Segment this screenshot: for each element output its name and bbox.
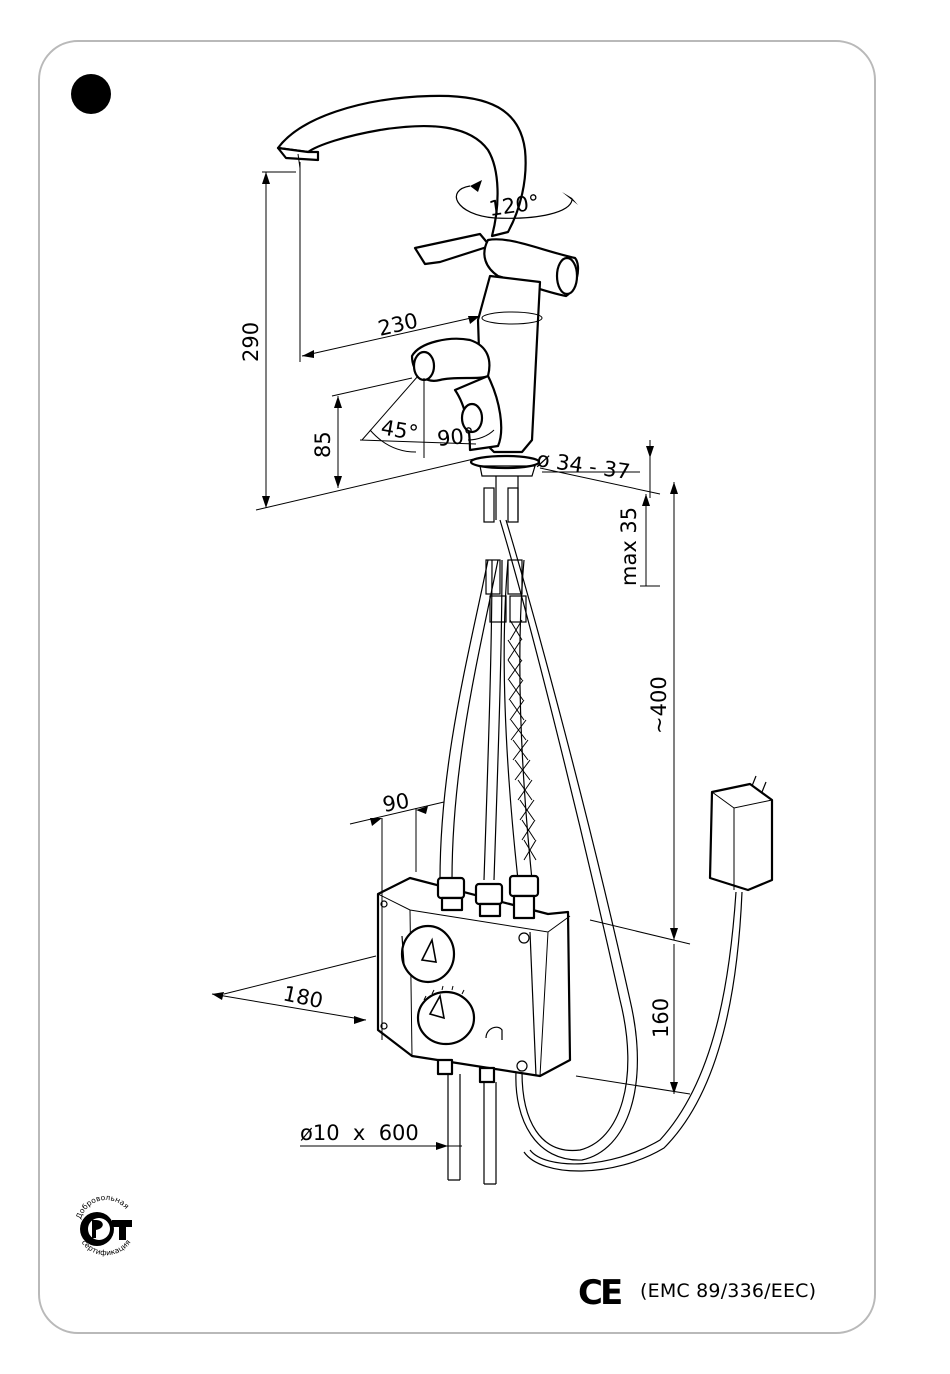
- dim-spout-reach: 230: [376, 308, 420, 340]
- dim-box-height: 160: [649, 998, 673, 1038]
- ce-mark-icon: CE: [578, 1273, 620, 1313]
- bullet-marker-icon: [71, 74, 111, 114]
- dim-inlet-pipe: ø10 x 600: [300, 1121, 419, 1145]
- power-adapter-icon: [710, 776, 772, 890]
- dim-hole-diameter: ø 34 - 37: [535, 447, 631, 484]
- dim-lever-angle: 90°: [436, 423, 476, 451]
- dim-box-depth: 90: [381, 789, 411, 817]
- dim-swivel-angle: 120°: [487, 190, 540, 221]
- dim-aerator-height: 85: [311, 431, 335, 458]
- emc-directive-text: (EMC 89/336/EEC): [640, 1280, 816, 1302]
- gost-certification-icon: Добровольная сертификация: [74, 1193, 134, 1257]
- dim-box-width: 180: [281, 981, 325, 1013]
- dim-max-thickness: max 35: [617, 507, 641, 586]
- dim-spout-height: 290: [239, 322, 263, 362]
- dim-hose-length: ~400: [647, 676, 671, 734]
